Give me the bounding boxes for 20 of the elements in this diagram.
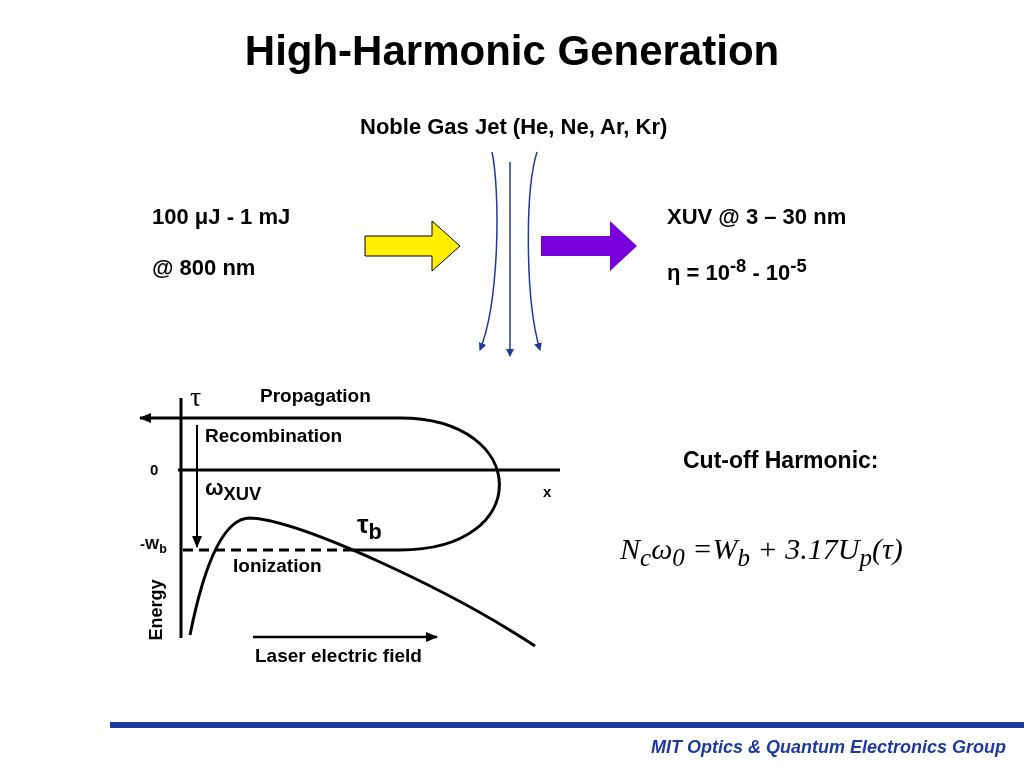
- axis-label: x: [543, 484, 552, 501]
- axis-label: Laser electric field: [255, 646, 422, 667]
- formula-heading: Cut-off Harmonic:: [683, 448, 879, 474]
- frequency-label: ω$_{XUV}$: [205, 476, 262, 505]
- gas-label: Noble Gas Jet (He, Ne, Ar, Kr): [360, 115, 668, 140]
- efficiency-label: η = 10$^{-8}$ - 10$^{-5}$: [667, 256, 807, 286]
- process-label: Ionization: [233, 556, 322, 577]
- footer-text: MIT Optics & Quantum Electronics Group: [650, 738, 1006, 758]
- formula: N$_{c}$ω$_{0}$ =W$_{b}$ + 3.17U$_{p}$(τ): [620, 532, 903, 572]
- wavelength-label: @ 800 nm: [152, 256, 256, 281]
- time-label: τ$_{b}$: [357, 510, 382, 544]
- axis-label: τ: [190, 382, 202, 413]
- process-label: Recombination: [205, 426, 343, 447]
- axis-label: Energy: [146, 579, 167, 641]
- axis-label: Propagation: [260, 386, 371, 407]
- slide-title: High-Harmonic Generation: [243, 28, 781, 75]
- tick-label: 0: [150, 462, 159, 479]
- tick-label: -W$_{b}$: [140, 536, 167, 557]
- xuv-label: XUV @ 3 – 30 nm: [667, 205, 847, 230]
- energy-label: 100 μJ - 1 mJ: [152, 205, 291, 230]
